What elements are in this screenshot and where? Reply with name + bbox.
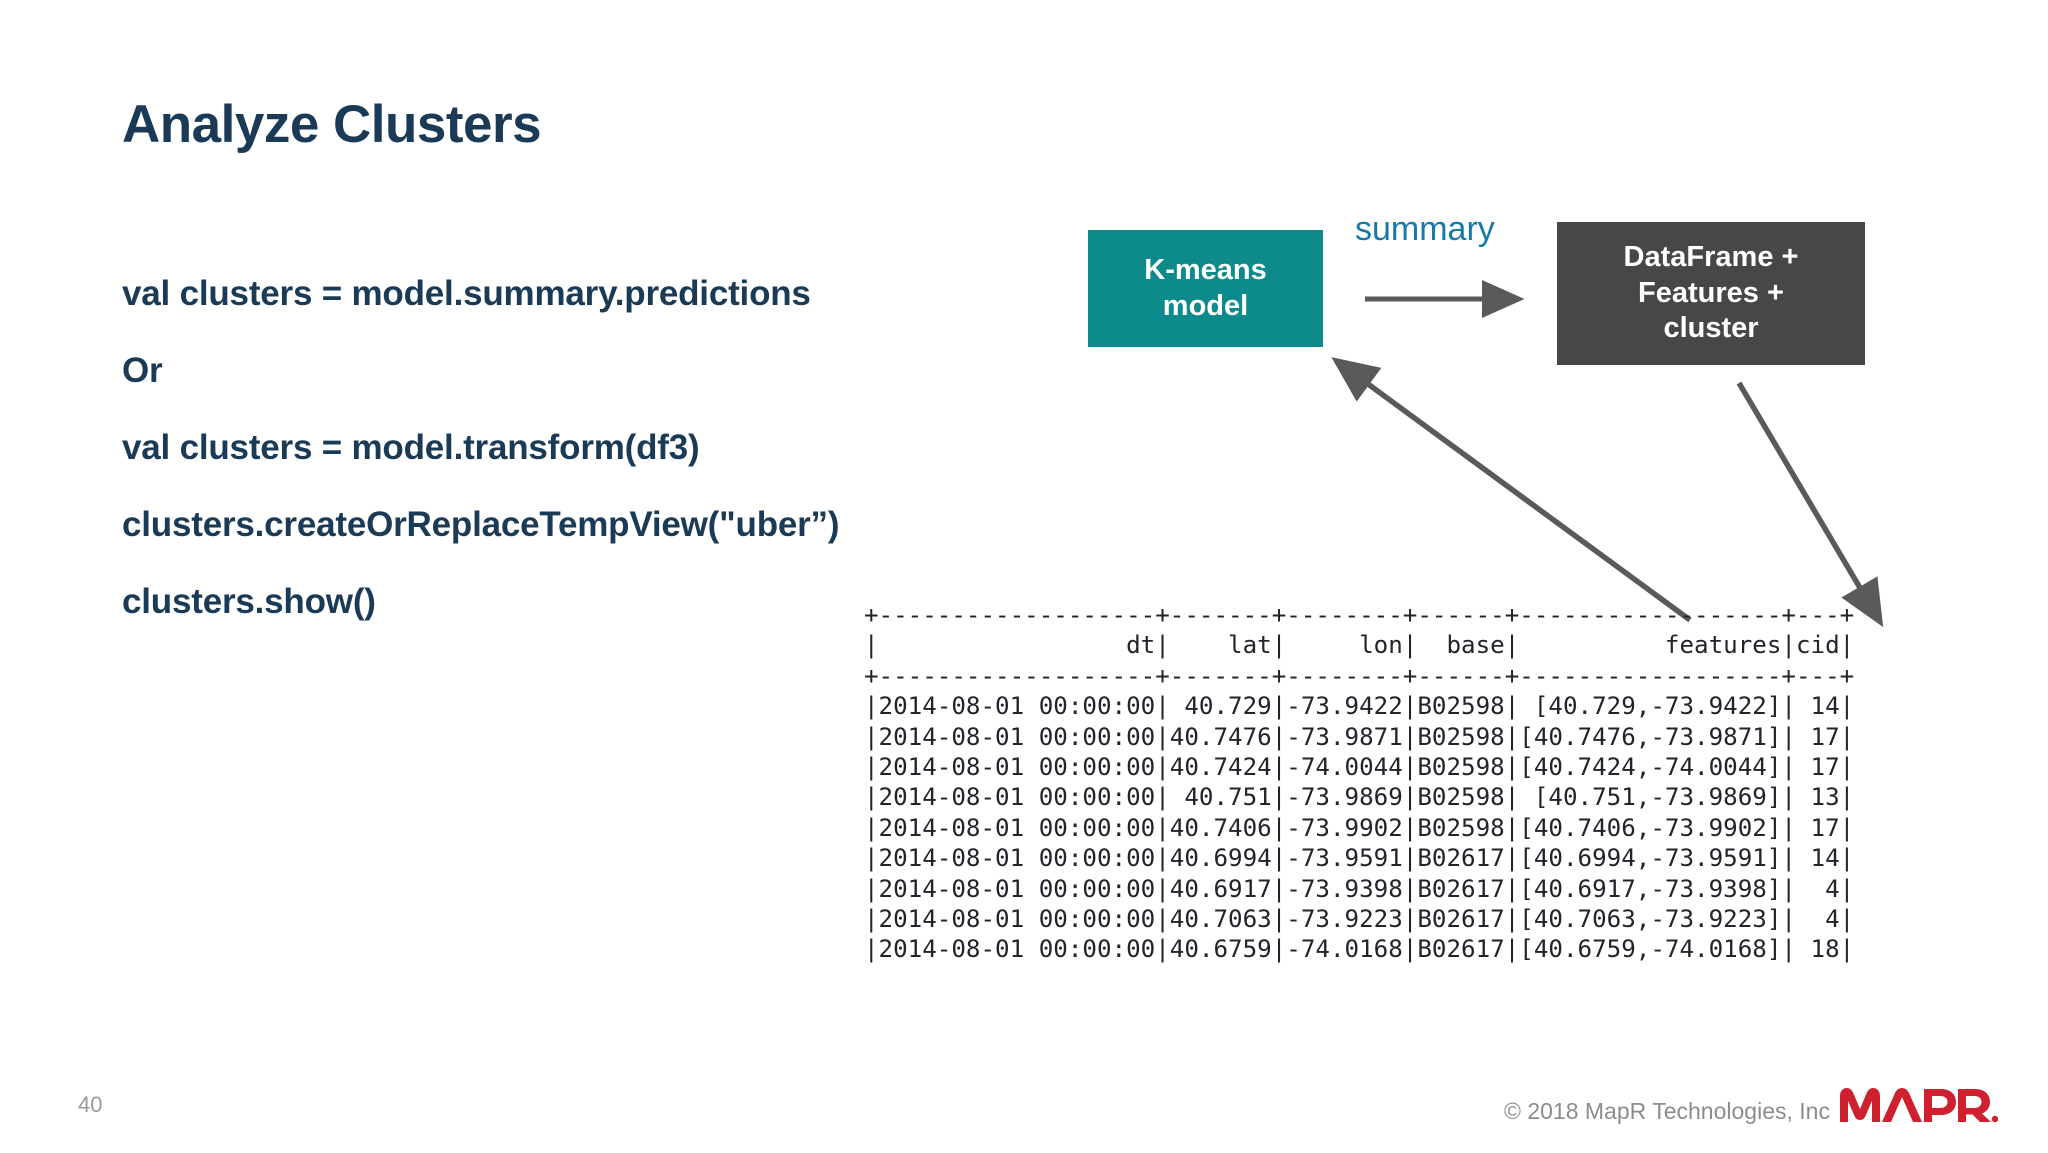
dataframe-cluster-box: DataFrame + Features + cluster [1557, 222, 1865, 365]
kmeans-model-box: K-means model [1088, 230, 1323, 347]
kmeans-box-line-2: model [1162, 289, 1249, 322]
code-line-3: val clusters = model.transform(df3) [122, 428, 700, 467]
pipeline-diagram: summary K-means model DataFrame + Featur… [1080, 200, 1960, 640]
page-title: Analyze Clusters [122, 95, 542, 154]
dataframe-box-line-3: cluster [1663, 312, 1759, 345]
copyright-text: © 2018 MapR Technologies, Inc [1504, 1098, 1830, 1124]
summary-label: summary [1355, 210, 1495, 248]
dataframe-box-line-2: Features + [1638, 276, 1784, 309]
code-line-4: clusters.createOrReplaceTempView("uber”) [122, 505, 840, 544]
kmeans-box-line-1: K-means [1144, 254, 1267, 287]
mapr-logo [1840, 1088, 1998, 1123]
code-line-5: clusters.show() [122, 582, 376, 621]
code-line-2: Or [122, 351, 163, 390]
spark-show-output: +-------------------+-------+--------+--… [864, 601, 1855, 964]
code-line-1: val clusters = model.summary.predictions [122, 274, 811, 313]
code-block: val clusters = model.summary.predictions… [122, 255, 1022, 640]
slide-number: 40 [78, 1092, 103, 1117]
dataframe-box-line-1: DataFrame + [1623, 241, 1799, 274]
